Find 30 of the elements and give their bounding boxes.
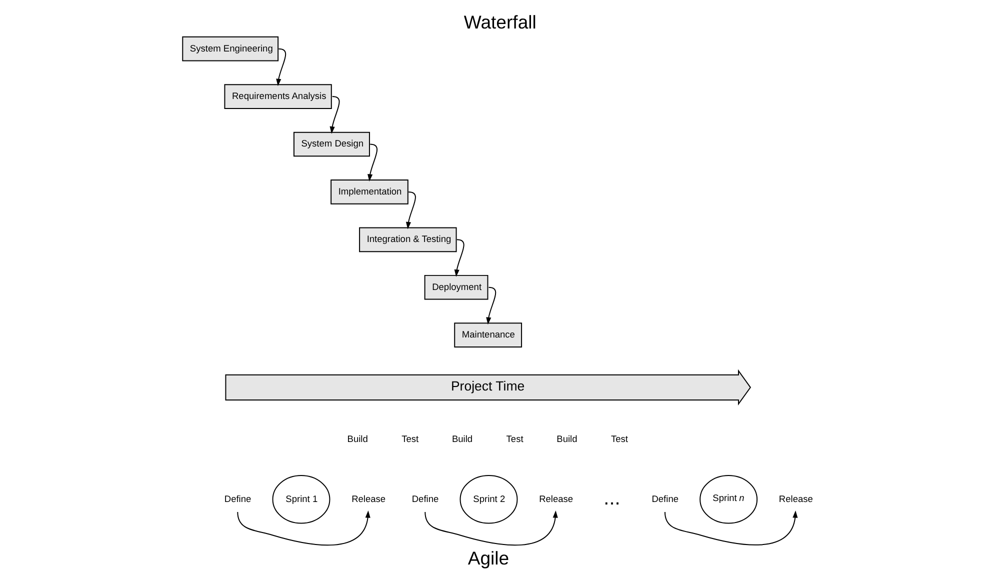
node-label: Build <box>556 434 578 444</box>
node-box: System Design <box>293 132 370 157</box>
node-ellipse: Sprint 1 <box>272 475 330 524</box>
node-label: Test <box>402 434 419 444</box>
node-text: Release <box>539 494 574 504</box>
node-label: Build <box>347 434 368 444</box>
node-box: Implementation <box>330 180 408 204</box>
node-ellipse: Sprint n <box>700 475 758 524</box>
arrow <box>664 510 798 546</box>
arrow <box>424 510 558 546</box>
arrow <box>368 144 378 182</box>
arrow <box>454 239 464 277</box>
node-ellipse: Sprint 2 <box>460 475 518 524</box>
node-text: Release <box>352 494 386 504</box>
node-label: Test <box>506 434 524 444</box>
node-text: Define <box>224 494 252 504</box>
node-box: Maintenance <box>454 322 522 348</box>
diagram-title: Waterfall <box>464 12 536 33</box>
node-text: Define <box>652 494 679 504</box>
node-box: Requirements Analysis <box>224 84 332 109</box>
caption: Agile <box>468 548 510 569</box>
node-box: System Engineering <box>182 36 279 62</box>
node-label: Test <box>610 434 628 444</box>
arrow <box>237 510 370 546</box>
node-box: Deployment <box>424 274 488 300</box>
node-text: Release <box>778 494 813 504</box>
node-box: Integration & Testing <box>359 227 457 252</box>
node-text: Define <box>412 494 439 504</box>
node-label: Build <box>452 434 473 444</box>
label: ... <box>604 487 620 510</box>
